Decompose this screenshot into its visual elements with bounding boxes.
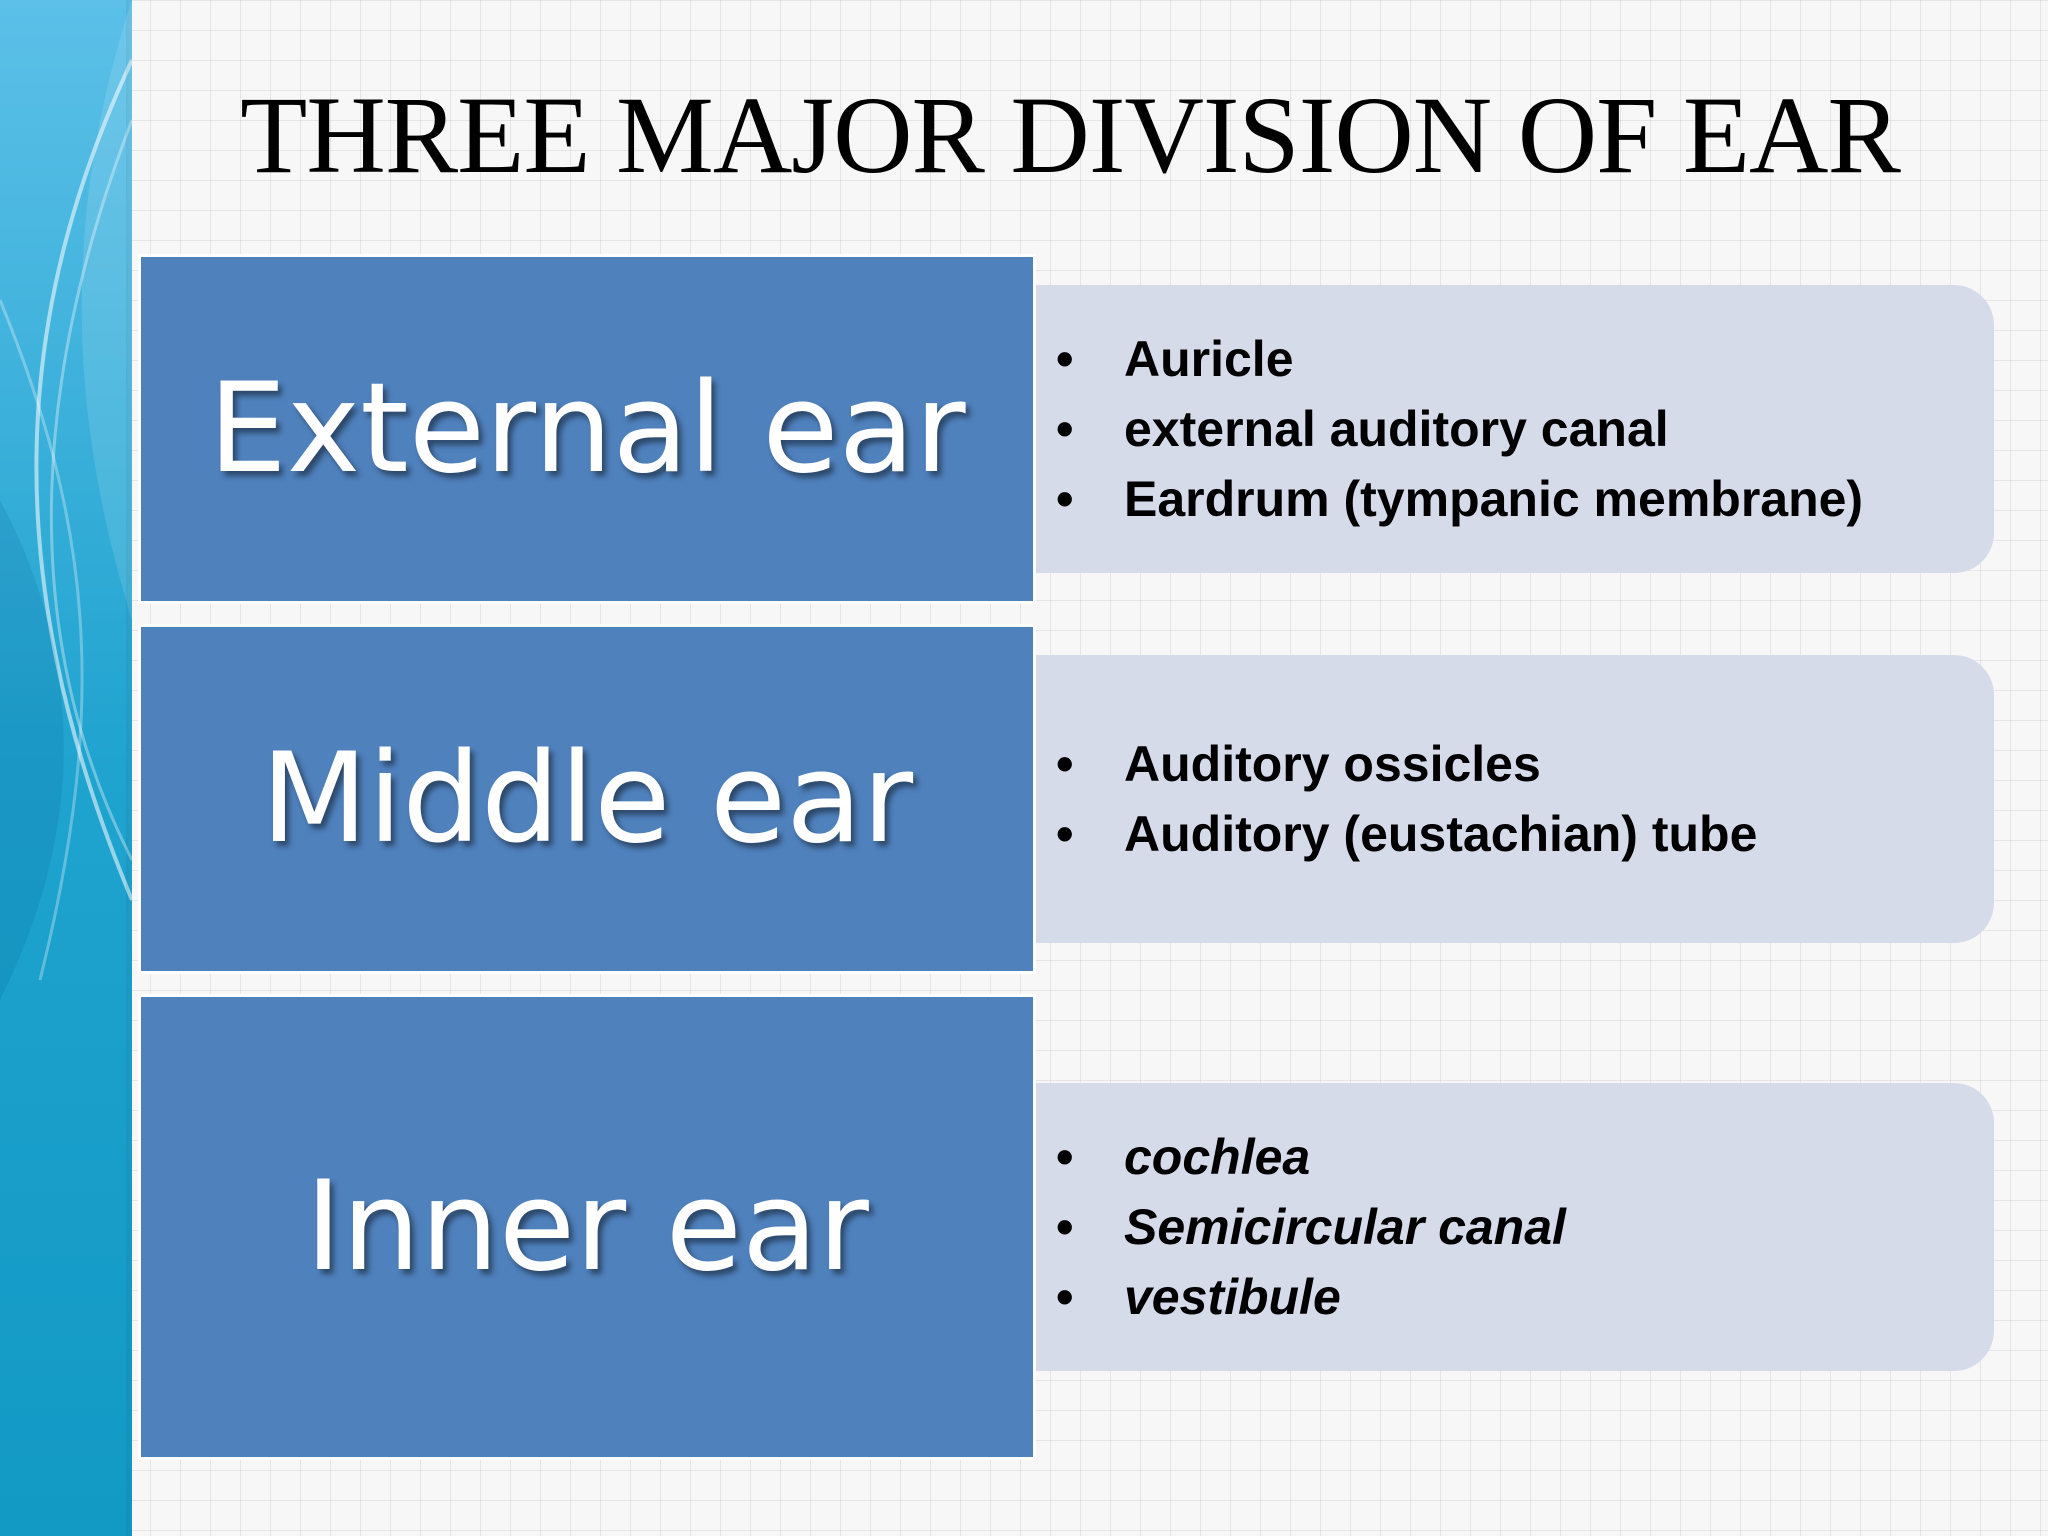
bullet-icon: • [1056, 331, 1074, 387]
bullet-icon: • [1056, 1269, 1074, 1325]
list-item-text: Auditory ossicles [1124, 736, 1541, 792]
division-label-middle-ear: Middle ear [260, 727, 914, 871]
bullet-icon: • [1056, 1129, 1074, 1185]
division-label-external-ear: External ear [208, 357, 966, 501]
list-item-text: Auditory (eustachian) tube [1124, 806, 1758, 862]
list-item-text: vestibule [1124, 1269, 1341, 1325]
division-box-middle-ear: Middle ear [138, 624, 1036, 974]
bullet-icon: • [1056, 806, 1074, 862]
list-item: • external auditory canal [1056, 394, 1994, 464]
list-item-text: Semicircular canal [1124, 1199, 1566, 1255]
list-item: • Auricle [1056, 324, 1994, 394]
detail-panel-middle-ear: • Auditory ossicles • Auditory (eustachian… [1036, 655, 1994, 943]
list-item-text: Eardrum (tympanic membrane) [1124, 471, 1864, 527]
list-item: • Auditory ossicles [1056, 729, 1994, 799]
bullet-icon: • [1056, 736, 1074, 792]
list-item: • Eardrum (tympanic membrane) [1056, 464, 1994, 534]
bullet-icon: • [1056, 401, 1074, 457]
decorative-left-band [0, 0, 132, 1536]
list-item-text: cochlea [1124, 1129, 1311, 1185]
division-box-inner-ear: Inner ear [138, 994, 1036, 1460]
list-item-text: external auditory canal [1124, 401, 1669, 457]
bullet-icon: • [1056, 1199, 1074, 1255]
list-item: • vestibule [1056, 1262, 1994, 1332]
band-edge-shadow [126, 0, 132, 1536]
detail-panel-external-ear: • Auricle • external auditory canal • Eardr… [1036, 285, 1994, 573]
division-label-inner-ear: Inner ear [305, 1155, 869, 1299]
list-item: • cochlea [1056, 1122, 1994, 1192]
bullet-icon: • [1056, 471, 1074, 527]
list-item: • Auditory (eustachian) tube [1056, 799, 1994, 869]
slide-title: THREE MAJOR DIVISION OF EAR [240, 74, 1901, 196]
detail-panel-inner-ear: • cochlea • Semicircular canal • vestibule [1036, 1083, 1994, 1371]
division-box-external-ear: External ear [138, 254, 1036, 604]
list-item: • Semicircular canal [1056, 1192, 1994, 1262]
list-item-text: Auricle [1124, 331, 1294, 387]
